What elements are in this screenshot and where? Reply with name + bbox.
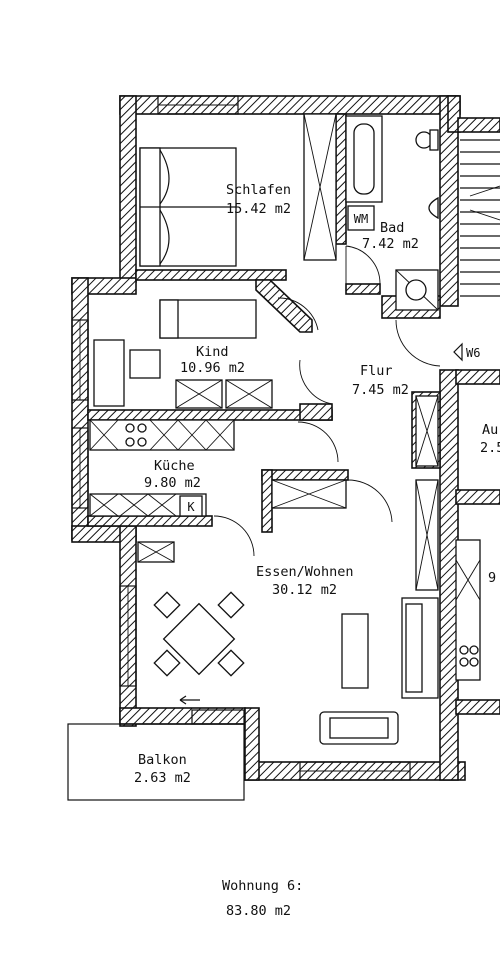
- room-name-bad: Bad: [380, 220, 404, 236]
- cabinet-flur: [271, 479, 347, 509]
- room-name-schlafen: Schlafen: [226, 182, 291, 198]
- neighbor-kitchen: [455, 539, 481, 681]
- room-area-bad: 7.42 m2: [362, 236, 419, 252]
- balcony: [67, 695, 245, 801]
- room-name-essen-wohnen: Essen/Wohnen: [256, 564, 354, 580]
- room-name-kueche: Küche: [154, 458, 195, 474]
- washing-machine: WM: [347, 205, 375, 231]
- desk-kid: [93, 339, 161, 407]
- room-area-balkon: 2.63 m2: [134, 770, 191, 786]
- sofa: [401, 597, 439, 699]
- room-name-flur: Flur: [360, 363, 393, 379]
- room-area-schlafen: 15.42 m2: [226, 201, 291, 217]
- room-name-balkon: Balkon: [138, 752, 187, 768]
- staircase: [455, 117, 500, 715]
- washing-machine-label: WM: [354, 212, 368, 226]
- toilet: [415, 129, 439, 151]
- cooker-label: K: [187, 500, 195, 514]
- unit-pointer-label: W6: [466, 346, 480, 360]
- windows: [71, 95, 411, 781]
- room-area-neighbor-bottom: 9: [488, 570, 496, 586]
- kitchen-counter-top: [89, 419, 235, 451]
- sideboard-living: [137, 541, 175, 563]
- dining-table: [153, 591, 245, 677]
- room-area-essen-wohnen: 30.12 m2: [272, 582, 337, 598]
- unit-title: Wohnung 6:: [222, 878, 303, 894]
- armchair: [319, 711, 399, 745]
- bathtub: [345, 115, 383, 203]
- room-area-neighbor-top: 2.5: [480, 440, 500, 456]
- bed-double: [139, 147, 237, 267]
- room-name-kind: Kind: [196, 344, 229, 360]
- kitchen-counter-bottom: K: [89, 493, 207, 517]
- room-area-kueche: 9.80 m2: [144, 475, 201, 491]
- doors: [213, 245, 441, 557]
- wardrobe-flur: [415, 395, 439, 591]
- room-area-flur: 7.45 m2: [352, 382, 409, 398]
- bed-single-kid: [159, 299, 257, 339]
- wardrobe-bedroom: [303, 113, 337, 261]
- unit-pointer: W6: [453, 342, 480, 362]
- unit-total-area: 83.80 m2: [226, 903, 291, 919]
- washbasin: [428, 196, 439, 220]
- room-name-neighbor-top: Au: [482, 422, 498, 438]
- wardrobe-kid: [175, 379, 273, 409]
- room-area-kind: 10.96 m2: [180, 360, 245, 376]
- coffee-table: [341, 613, 369, 689]
- shower: [395, 269, 439, 311]
